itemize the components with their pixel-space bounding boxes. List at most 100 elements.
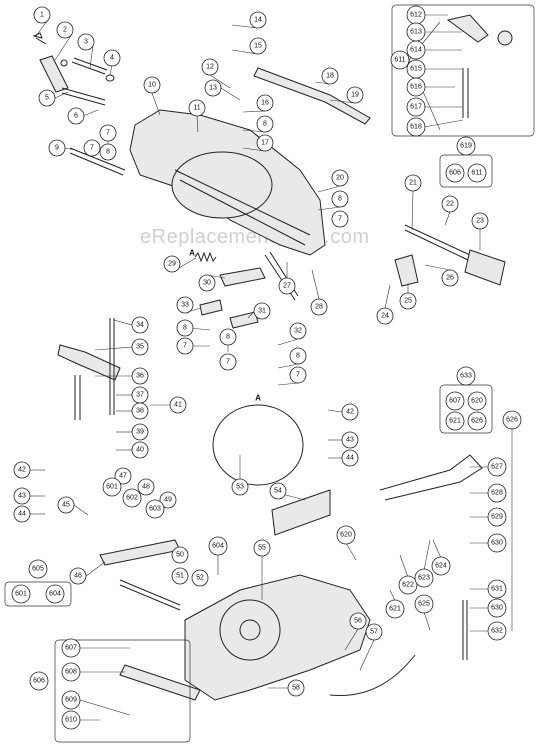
callout-circle xyxy=(28,559,48,579)
leader-line xyxy=(196,115,199,133)
screw-632 xyxy=(462,600,468,660)
callout-number: 607 xyxy=(65,645,77,652)
callout-number: 630 xyxy=(491,540,503,547)
callout-number: 608 xyxy=(65,669,77,676)
leader-line xyxy=(113,319,133,326)
callout-circle xyxy=(176,319,194,337)
callout-circle xyxy=(171,567,189,585)
handle-613 xyxy=(446,14,489,43)
callout-632: 632 xyxy=(487,621,507,641)
ring-53 xyxy=(212,404,304,486)
callout-42: 42 xyxy=(341,403,359,421)
callout-13: 13 xyxy=(204,79,222,97)
callout-number: 7 xyxy=(106,130,110,137)
callout-circle xyxy=(289,322,307,340)
callout-606: 606 xyxy=(445,163,465,183)
leader-line xyxy=(311,269,320,300)
callout-7: 7 xyxy=(99,124,117,142)
blade-guard-disc xyxy=(171,151,273,219)
callout-17: 17 xyxy=(256,134,274,152)
leader-line xyxy=(444,211,451,226)
callout-50: 50 xyxy=(171,546,189,564)
callout-circle xyxy=(143,76,161,94)
leader-line xyxy=(411,190,414,231)
callout-circle xyxy=(11,584,31,604)
callout-circle xyxy=(56,21,74,39)
callout-number: 30 xyxy=(203,280,211,287)
leader-line xyxy=(432,539,442,559)
callout-24: 24 xyxy=(376,307,394,325)
leader-line xyxy=(277,382,299,386)
callout-circle xyxy=(131,316,149,334)
callout-8: 8 xyxy=(331,190,349,208)
callout-circle xyxy=(102,477,122,497)
callout-number: 7 xyxy=(296,372,300,379)
callout-circle xyxy=(404,174,422,192)
callout-circle xyxy=(176,337,194,355)
callout-circle xyxy=(249,37,267,55)
callout-610: 610 xyxy=(61,710,81,730)
callout-circle xyxy=(341,403,359,421)
callout-circle xyxy=(467,391,487,411)
callout-601: 601 xyxy=(11,584,31,604)
callout-number: 606 xyxy=(33,678,45,685)
callout-51: 51 xyxy=(171,567,189,585)
callout-number: 615 xyxy=(410,66,422,73)
callout-617: 617 xyxy=(406,97,426,117)
callout-circle xyxy=(487,507,507,527)
callout-circle xyxy=(487,483,507,503)
leader-line xyxy=(54,91,69,99)
callout-circle xyxy=(287,679,305,697)
callout-circle xyxy=(278,277,296,295)
leader-line xyxy=(85,561,106,577)
callout-4: 4 xyxy=(103,49,121,67)
callout-number: 8 xyxy=(183,325,187,332)
callout-6: 6 xyxy=(67,107,85,125)
callout-number: 49 xyxy=(164,497,172,504)
callout-number: 1 xyxy=(40,12,44,19)
post-36 xyxy=(74,375,81,420)
callout-circle xyxy=(269,482,287,500)
callout-circle xyxy=(467,411,487,431)
callout-47: 47 xyxy=(114,467,132,485)
washer-4 xyxy=(105,74,115,82)
callout-circle xyxy=(13,461,31,479)
callout-615: 615 xyxy=(406,59,426,79)
callout-circle xyxy=(331,210,349,228)
callout-circle xyxy=(502,410,522,430)
callout-number: 621 xyxy=(389,606,401,613)
callout-number: 609 xyxy=(65,697,77,704)
callout-601: 601 xyxy=(102,477,122,497)
callout-number: 8 xyxy=(338,196,342,203)
callout-number: 606 xyxy=(449,170,461,177)
callout-630: 630 xyxy=(487,533,507,553)
callout-45: 45 xyxy=(57,496,75,514)
callout-circle xyxy=(114,467,132,485)
callout-circle xyxy=(341,431,359,449)
callout-number: 7 xyxy=(338,216,342,223)
callout-circle xyxy=(321,67,339,85)
plate-33 xyxy=(199,299,223,316)
turntable-center xyxy=(219,599,281,661)
leader-line xyxy=(220,87,241,101)
callout-46: 46 xyxy=(69,567,87,585)
callout-number: 625 xyxy=(418,601,430,608)
callout-number: 11 xyxy=(193,105,200,112)
callout-number: 621 xyxy=(449,418,461,425)
callout-44: 44 xyxy=(341,449,359,467)
box-605-group xyxy=(4,581,72,607)
callout-602: 602 xyxy=(122,488,142,508)
callout-number: 622 xyxy=(402,582,414,589)
callout-number: 17 xyxy=(261,140,269,147)
callout-622: 622 xyxy=(398,575,418,595)
callout-circle xyxy=(198,274,216,292)
callout-number: 39 xyxy=(136,429,144,436)
callout-number: 46 xyxy=(74,573,82,580)
callout-614: 614 xyxy=(406,40,426,60)
callout-627: 627 xyxy=(487,457,507,477)
callout-39: 39 xyxy=(131,423,149,441)
rod-51 xyxy=(119,579,181,611)
callout-circle xyxy=(231,478,249,496)
callout-circle xyxy=(131,423,149,441)
leader-line xyxy=(277,338,299,346)
